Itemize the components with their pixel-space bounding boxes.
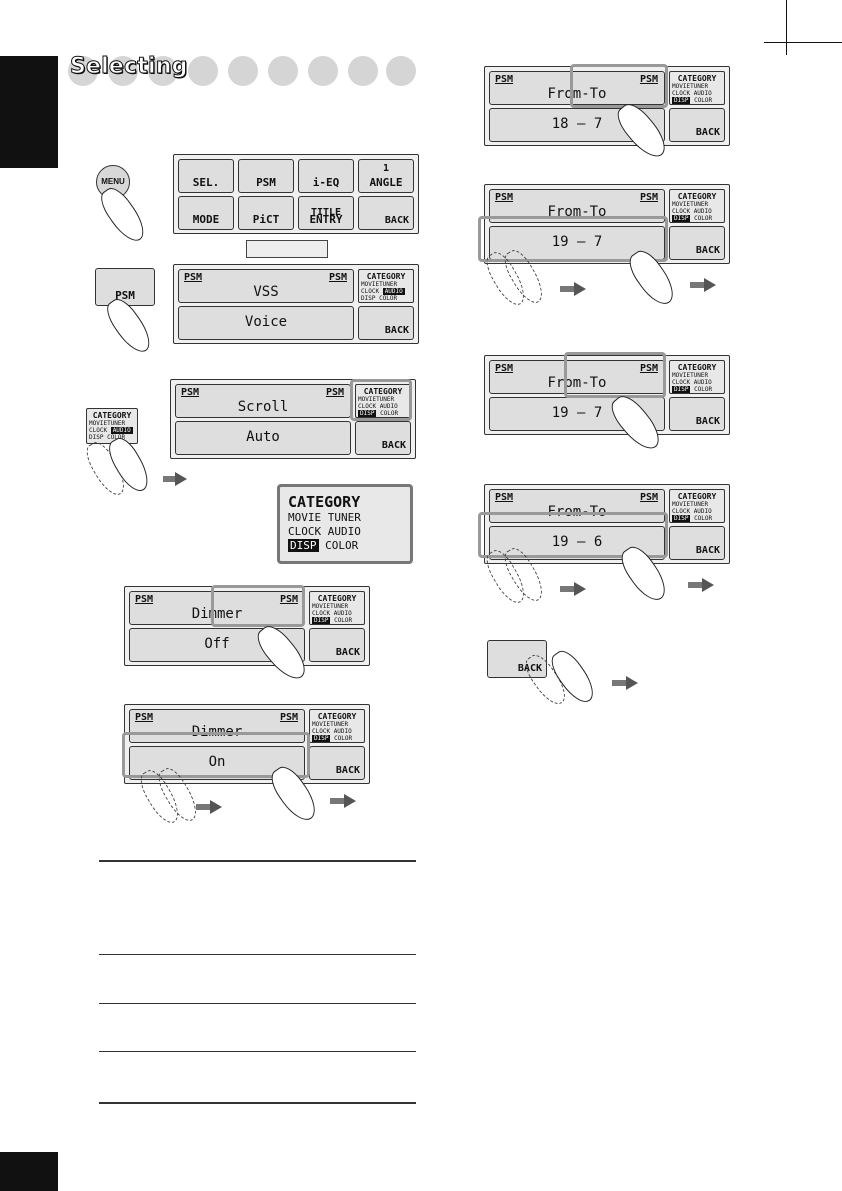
category-button[interactable]: CATEGORY MOVIETUNER CLOCK AUDIO DISP COL… — [358, 269, 414, 303]
category-button[interactable]: CATEGORY MOVIETUNER CLOCK AUDIO DISP COL… — [669, 189, 725, 223]
arrow-icon — [330, 798, 344, 804]
arrow-head-icon — [626, 676, 638, 690]
category-callout: CATEGORY MOVIE TUNER CLOCK AUDIO DISP CO… — [277, 484, 413, 564]
pict-button[interactable]: PiCT — [238, 196, 294, 230]
table-rule — [99, 1102, 416, 1104]
heading-dot — [348, 56, 378, 86]
heading-dot — [308, 56, 338, 86]
arrow-icon — [163, 476, 175, 482]
heading-dot — [68, 56, 98, 86]
back-button[interactable]: BACK — [669, 108, 725, 142]
table-rule — [99, 860, 416, 862]
category-button[interactable]: CATEGORY MOVIETUNER CLOCK AUDIO DISP COL… — [309, 591, 365, 625]
arrow-head-icon — [704, 278, 716, 292]
table-rule — [99, 1003, 416, 1004]
down-arrow-icon — [246, 240, 328, 258]
arrow-icon — [560, 286, 574, 292]
arrow-icon — [688, 582, 702, 588]
setting-selector[interactable]: Auto — [175, 421, 351, 455]
highlight-frame — [478, 216, 668, 262]
psm-button[interactable]: PSM — [238, 159, 294, 193]
language-tab — [0, 56, 58, 168]
highlight-frame — [350, 379, 412, 421]
highlight-frame — [211, 585, 305, 627]
back-button[interactable]: BACK — [355, 421, 411, 455]
back-button[interactable]: BACK — [309, 746, 365, 780]
back-button[interactable]: BACK — [669, 526, 725, 560]
arrow-head-icon — [702, 578, 714, 592]
heading-dot — [386, 56, 416, 86]
arrow-head-icon — [175, 472, 187, 486]
back-button[interactable]: BACK — [358, 306, 414, 340]
highlight-frame — [122, 732, 310, 778]
back-button[interactable]: BACK — [669, 226, 725, 260]
setting-selector[interactable]: Voice — [178, 306, 354, 340]
heading-dot — [228, 56, 258, 86]
arrow-head-icon — [344, 794, 356, 808]
arrow-icon — [612, 680, 626, 686]
arrow-icon — [196, 804, 210, 810]
category-button[interactable]: CATEGORY MOVIETUNER CLOCK AUDIO DISP COL… — [669, 360, 725, 394]
crop-mark-horizontal — [764, 42, 842, 43]
mode-button[interactable]: MODE — [178, 196, 234, 230]
back-key[interactable]: BACK — [487, 640, 547, 678]
back-button[interactable]: BACK — [358, 196, 414, 230]
arrow-head-icon — [210, 800, 222, 814]
psm-key[interactable]: PSM — [95, 268, 155, 306]
category-button[interactable]: CATEGORY MOVIETUNER CLOCK AUDIO DISP COL… — [355, 384, 411, 418]
arrow-head-icon — [574, 282, 586, 296]
table-rule — [99, 954, 416, 955]
heading-dot — [108, 56, 138, 86]
heading-dot — [148, 56, 178, 86]
ieq-button[interactable]: i-EQ — [298, 159, 354, 193]
category-key[interactable]: CATEGORY MOVIETUNER CLOCK AUDIO DISP COL… — [86, 408, 138, 444]
back-button[interactable]: BACK — [309, 628, 365, 662]
page-number-tab — [0, 1152, 58, 1191]
arrow-head-icon — [574, 582, 586, 596]
table-rule — [99, 1051, 416, 1052]
back-button[interactable]: BACK — [669, 397, 725, 431]
sel-button[interactable]: SEL. — [178, 159, 234, 193]
section-title: Selecting — [70, 54, 188, 80]
heading-dot — [188, 56, 218, 86]
arrow-icon — [690, 282, 704, 288]
heading-dot — [268, 56, 298, 86]
arrow-icon — [560, 586, 574, 592]
highlight-frame — [570, 64, 668, 108]
category-button[interactable]: CATEGORY MOVIETUNER CLOCK AUDIO DISP COL… — [669, 489, 725, 523]
highlight-frame — [564, 352, 666, 398]
highlight-frame — [478, 512, 668, 558]
crop-mark-vertical — [786, 0, 787, 55]
category-button[interactable]: CATEGORY MOVIETUNER CLOCK AUDIO DISP COL… — [669, 71, 725, 105]
category-button[interactable]: CATEGORY MOVIETUNER CLOCK AUDIO DISP COL… — [309, 709, 365, 743]
